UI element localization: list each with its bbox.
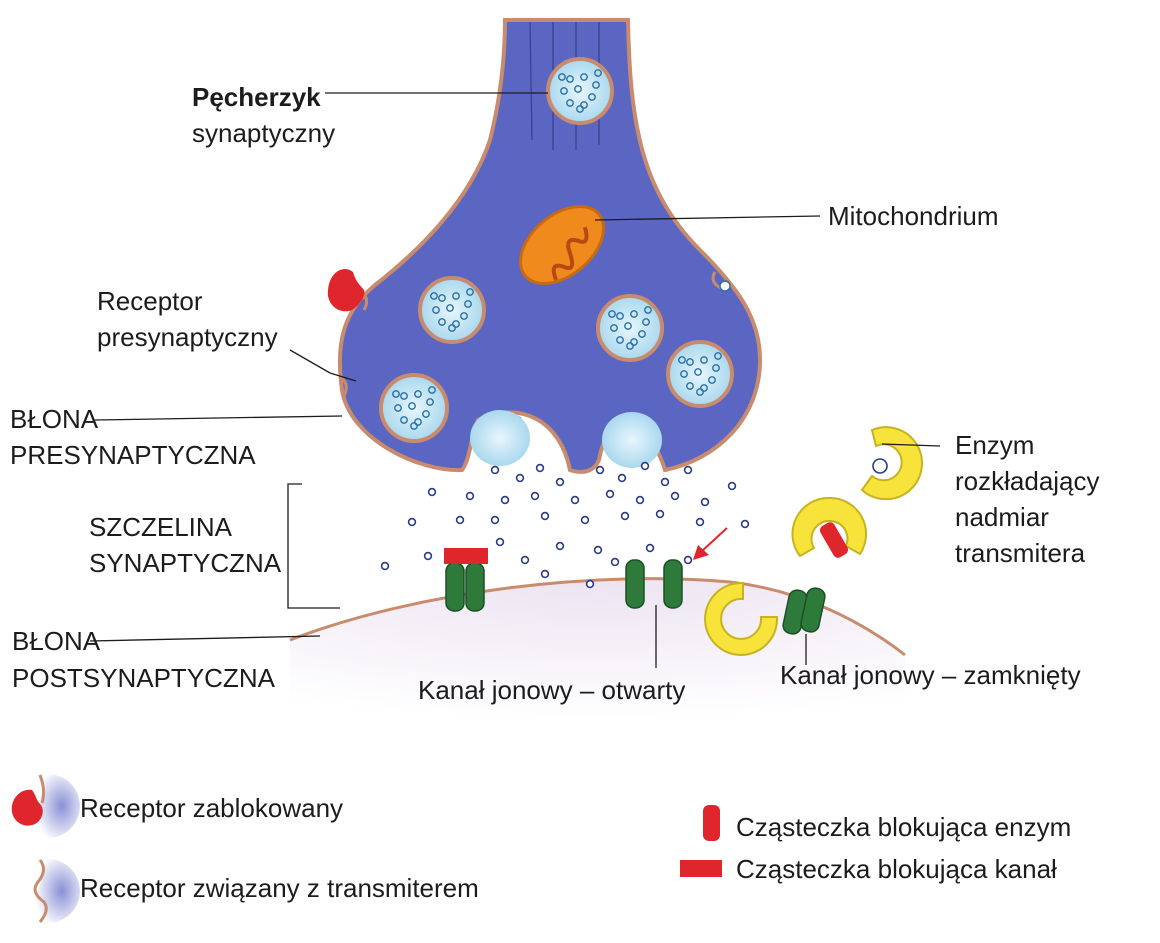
label-synaptic-cleft-2: SYNAPTYCZNA xyxy=(89,548,282,578)
label-synaptic-vesicle-sub: synaptyczny xyxy=(192,118,336,148)
label-mitochondrium: Mitochondrium xyxy=(828,201,999,231)
label-enzyme-4: transmitera xyxy=(955,538,1086,568)
leader-lines xyxy=(89,92,941,668)
red-arrow xyxy=(693,527,728,560)
legend-enzyme-blocker-icon xyxy=(703,805,720,841)
label-synaptic-cleft-1: SZCZELINA xyxy=(89,512,233,542)
presynaptic-receptor-blocked xyxy=(327,269,365,312)
enzyme xyxy=(704,581,779,656)
label-receptor-presynaptic-2: presynaptyczny xyxy=(97,322,278,352)
postsynaptic-membrane xyxy=(290,578,905,720)
enzyme xyxy=(860,426,923,501)
label-channel-closed: Kanał jonowy – zamknięty xyxy=(780,660,1081,690)
legend-channel-blocker-icon xyxy=(680,860,722,877)
legend-receptor-blocked-icon xyxy=(11,774,80,838)
ion-channel-blocked xyxy=(444,548,488,612)
label-presynaptic-membrane-2: PRESYNAPTYCZNA xyxy=(10,440,256,470)
legend-channel-blocker: Cząsteczka blokująca kanał xyxy=(736,854,1057,884)
label-presynaptic-membrane-1: BŁONA xyxy=(10,404,99,434)
legend-receptor-bound-icon xyxy=(33,859,80,924)
label-enzyme-1: Enzym xyxy=(955,430,1035,460)
label-receptor-presynaptic-1: Receptor xyxy=(97,286,203,316)
legend-enzyme-blocker: Cząsteczka blokująca enzym xyxy=(736,812,1072,842)
label-postsynaptic-membrane-2: POSTSYNAPTYCZNA xyxy=(12,663,275,693)
label-enzyme-3: nadmiar xyxy=(955,502,1049,532)
mitochondrion xyxy=(518,205,606,285)
label-enzyme-2: rozkładający xyxy=(955,466,1100,496)
label-channel-open: Kanał jonowy – otwarty xyxy=(418,675,686,705)
enzyme-blocked xyxy=(791,496,868,558)
label-synaptic-vesicle: Pęcherzyk xyxy=(192,82,321,112)
ion-channel-closed xyxy=(782,587,826,635)
legend-receptor-blocked: Receptor zablokowany xyxy=(80,793,344,823)
legend-receptor-bound: Receptor związany z transmiterem xyxy=(80,873,479,903)
ion-channel-open xyxy=(625,559,683,609)
neurotransmitter-molecules xyxy=(380,461,750,589)
label-postsynaptic-membrane-1: BŁONA xyxy=(12,626,101,656)
